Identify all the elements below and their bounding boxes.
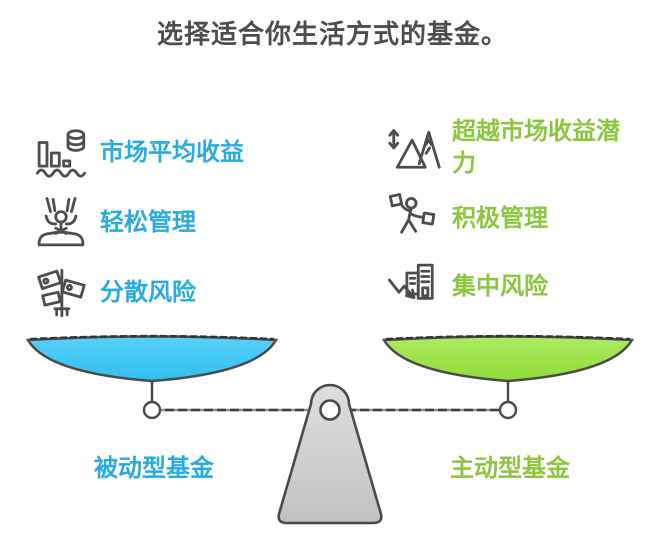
passive-fund-features: 市场平均收益 轻松管理 [32, 124, 332, 334]
fulcrum-pivot-hole [319, 399, 341, 421]
feature-label: 超越市场收益潜力 [452, 118, 620, 177]
active-fund-pan-edge [385, 334, 631, 341]
signpost-directions-icon [32, 264, 90, 322]
feature-easy-management: 轻松管理 [32, 194, 332, 252]
active-fund-features: 超越市场收益潜力 积极管理 [384, 110, 646, 326]
feature-label: 轻松管理 [100, 209, 196, 237]
right-beam-joint [498, 400, 518, 420]
feature-label: 分散风险 [100, 279, 196, 307]
feature-concentrated-risk: 集中风险 [384, 258, 646, 316]
page-title: 选择适合你生活方式的基金。 [156, 19, 508, 49]
active-fund-label: 主动型基金 [450, 455, 570, 482]
passive-fund-label: 被动型基金 [94, 455, 214, 482]
passive-fund-pan-edge [29, 334, 275, 341]
feature-market-average-return: 市场平均收益 [32, 124, 332, 182]
active-fund-pan [381, 335, 635, 383]
feature-beat-market-potential: 超越市场收益潜力 [384, 110, 646, 186]
hammock-relax-icon [32, 194, 90, 252]
feature-label: 市场平均收益 [100, 139, 244, 167]
feature-active-management: 积极管理 [384, 190, 646, 248]
feature-label: 集中风险 [452, 273, 548, 301]
scale-fulcrum [277, 383, 383, 525]
juggler-person-icon [384, 190, 442, 248]
mountains-updown-arrow-icon [384, 119, 442, 177]
building-down-arrow-icon [384, 258, 442, 316]
passive-fund-pan [25, 335, 279, 383]
left-beam-joint [142, 400, 162, 420]
bar-chart-coins-icon [32, 124, 90, 182]
feature-diversified-risk: 分散风险 [32, 264, 332, 322]
feature-label: 积极管理 [452, 205, 548, 233]
